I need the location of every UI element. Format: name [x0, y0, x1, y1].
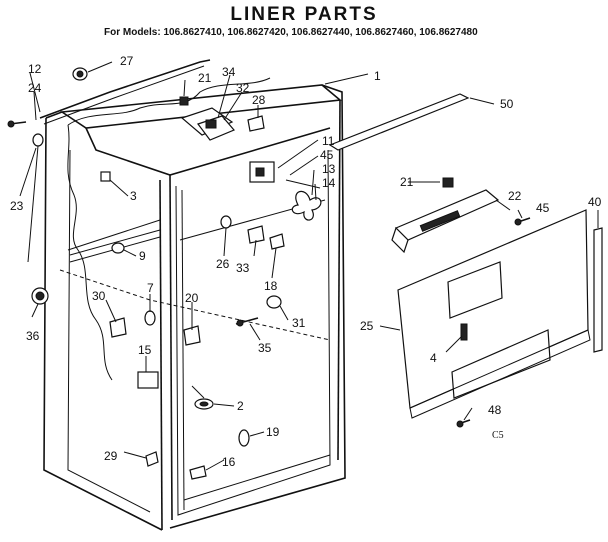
part-34-control-housing [180, 107, 235, 141]
callout-4: 4 [430, 351, 437, 365]
callout-31: 31 [292, 316, 306, 330]
callout-20: 20 [185, 291, 199, 305]
top-rail [39, 59, 211, 125]
callout-12: 12 [28, 62, 42, 76]
part-23-clip [32, 133, 44, 147]
part-33-thermostat [247, 225, 265, 244]
part-3-bracket [100, 171, 111, 182]
callout-27: 27 [120, 54, 134, 68]
leader-lines [19, 61, 599, 471]
callout-18: 18 [264, 279, 278, 293]
part-21-nut-top [179, 96, 189, 106]
callout-50: 50 [500, 97, 514, 111]
callout-15: 15 [138, 343, 152, 357]
callout-34: 34 [222, 65, 236, 79]
part-30-switch [109, 317, 127, 338]
part-9-nut [111, 242, 125, 254]
callout-2: 2 [237, 399, 244, 413]
callout-19: 19 [266, 425, 280, 439]
part-25-evaporator-cover [397, 209, 591, 419]
callout-40: 40 [588, 195, 602, 209]
callout-25: 25 [360, 319, 374, 333]
callout-30: 30 [92, 289, 106, 303]
part-31-cap [266, 295, 282, 309]
part-29-clip [145, 451, 159, 467]
part-40-trim-strip [593, 227, 603, 353]
callout-32: 32 [236, 81, 250, 95]
part-19-plug [238, 429, 250, 447]
part-18-bracket [269, 233, 285, 250]
fan-assembly [249, 161, 322, 221]
callout-21-right: 21 [400, 175, 414, 189]
callout-7: 7 [147, 281, 154, 295]
callout-45-right-visible: 45 [536, 201, 550, 215]
callout-21-top: 21 [198, 71, 212, 85]
part-22-shelf-support [391, 177, 500, 254]
part-20-housing [183, 325, 201, 346]
part-15-damper [137, 371, 159, 389]
figure-code: C5 [492, 430, 504, 441]
callout-16: 16 [222, 455, 236, 469]
diagram-title: LINER PARTS [230, 4, 378, 25]
callout-23: 23 [10, 199, 24, 213]
callout-28: 28 [252, 93, 266, 107]
part-4-clip [460, 323, 468, 341]
callout-35: 35 [258, 341, 272, 355]
part-50-rail [328, 93, 470, 151]
part-7-light-lens [144, 310, 156, 326]
callout-22: 22 [508, 189, 522, 203]
callout-26: 26 [216, 257, 230, 271]
part-28-lamp-socket [247, 115, 265, 132]
callout-36: 36 [26, 329, 40, 343]
callout-33: 33 [236, 261, 250, 275]
part-16-leveler [189, 465, 207, 480]
callout-29: 29 [104, 449, 118, 463]
callout-48: 48 [488, 403, 502, 417]
heater-wire [67, 77, 271, 381]
models-subtitle: For Models: 106.8627410, 106.8627420, 10… [104, 27, 478, 38]
callout-11: 11 [322, 134, 335, 148]
callout-14: 14 [322, 176, 336, 190]
callout-45-left: 45 [320, 148, 334, 162]
callout-1: 1 [374, 69, 381, 83]
callout-24: 24 [28, 81, 42, 95]
callout-13: 13 [322, 162, 336, 176]
part-26-plug [220, 215, 232, 229]
callout-9: 9 [139, 249, 146, 263]
callout-3: 3 [130, 189, 137, 203]
